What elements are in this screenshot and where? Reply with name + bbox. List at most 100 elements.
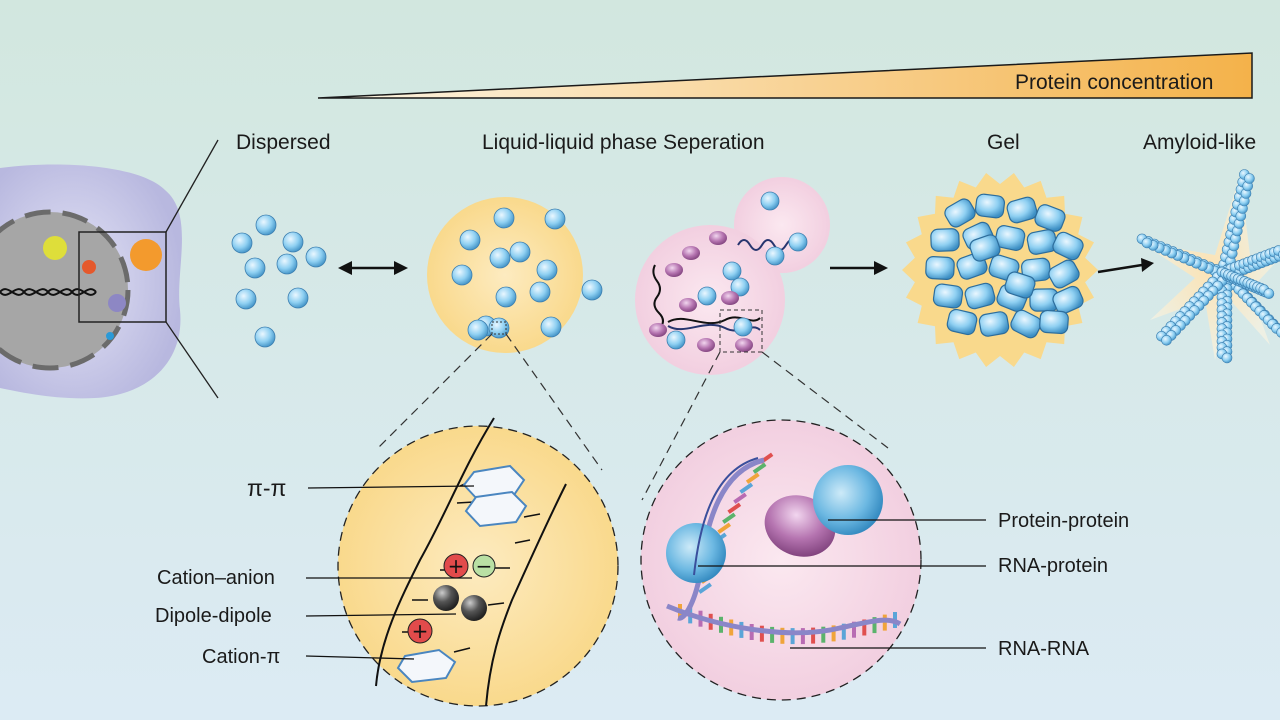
label-dipole-dipole: Dipole-dipole xyxy=(155,605,272,627)
gel-protein xyxy=(974,193,1006,219)
gel-protein xyxy=(969,234,1001,262)
rna-base xyxy=(811,627,816,644)
rna-interactions-zoom xyxy=(640,419,986,701)
protein-molecule xyxy=(666,330,686,350)
rna-base xyxy=(727,502,742,514)
rna-base xyxy=(872,617,877,634)
protein-molecule xyxy=(282,231,304,253)
rna-base xyxy=(770,626,775,643)
rna-base xyxy=(831,625,836,642)
rna-base xyxy=(852,621,856,638)
fibril-bead xyxy=(1244,173,1255,184)
label-cation-pi: Cation-π xyxy=(202,646,281,668)
gel-protein xyxy=(964,282,996,310)
zoom-guides xyxy=(377,333,889,501)
label-rna-protein: RNA-protein xyxy=(998,555,1109,577)
gradient-label: Protein concentration xyxy=(1015,71,1214,94)
protein-molecule xyxy=(760,191,780,211)
gel-protein xyxy=(1039,309,1069,335)
protein-molecule xyxy=(231,232,253,254)
rna-binding-protein xyxy=(665,263,683,277)
rna-base xyxy=(841,623,846,640)
protein-molecule xyxy=(697,286,717,306)
rna-binding-protein xyxy=(709,231,727,245)
cation-symbol: + xyxy=(448,554,465,578)
protein-molecule xyxy=(244,257,266,279)
fibril-bead xyxy=(1263,288,1275,299)
cell-illustration xyxy=(0,139,219,399)
rna-base xyxy=(759,625,764,642)
protein-molecule xyxy=(255,214,277,236)
protein-molecule xyxy=(451,264,473,286)
fibril-bead xyxy=(1221,352,1233,364)
protein-molecule xyxy=(540,316,562,338)
concentration-gradient-wedge xyxy=(317,52,1253,99)
rna-base xyxy=(749,624,754,640)
gel-protein xyxy=(930,228,960,252)
gel-protein xyxy=(978,311,1010,337)
label-protein-protein: Protein-protein xyxy=(998,510,1130,532)
dispersed-proteins xyxy=(231,214,327,348)
gel-cluster xyxy=(902,173,1098,367)
protein-molecule xyxy=(544,208,566,230)
gel-protein xyxy=(944,198,976,228)
rna-binding-protein xyxy=(682,246,700,260)
gel-protein xyxy=(1034,204,1066,232)
rna-base xyxy=(821,626,826,643)
stage-label-gel: Gel xyxy=(987,131,1020,154)
protein-molecule xyxy=(235,288,257,310)
protein-molecule xyxy=(730,277,750,297)
label-cation-anion: Cation–anion xyxy=(157,567,275,589)
rna-base xyxy=(862,619,867,636)
gel-protein xyxy=(1052,285,1084,315)
gel-protein xyxy=(946,308,978,336)
protein-molecule xyxy=(495,286,517,308)
protein-molecule xyxy=(488,317,510,339)
stage-label-llps: Liquid-liquid phase Seperation xyxy=(482,131,765,154)
gel-protein xyxy=(994,225,1026,251)
protein-molecule xyxy=(581,279,603,301)
rna-base xyxy=(800,628,805,645)
protein-molecule xyxy=(529,281,551,303)
protein-molecule xyxy=(254,326,276,348)
fibril-bead xyxy=(1161,334,1172,346)
rna-base xyxy=(752,462,767,474)
protein-molecule xyxy=(536,259,558,281)
gel-protein xyxy=(932,283,964,309)
protein-molecule xyxy=(733,317,753,337)
rna-binding-protein xyxy=(697,338,715,352)
stage-label-dispersed: Dispersed xyxy=(236,131,331,154)
protein-molecule xyxy=(467,319,489,341)
gel-protein xyxy=(1010,309,1042,339)
noncovalent-interactions-zoom: + − + xyxy=(305,417,619,707)
rna-base xyxy=(780,627,785,644)
rna-base xyxy=(722,512,736,524)
gel-protein xyxy=(1006,196,1038,224)
rna-base xyxy=(745,472,760,484)
rna-protein-droplet xyxy=(635,177,830,375)
protein-molecule xyxy=(788,232,808,252)
gel-protein xyxy=(1052,231,1084,261)
fibril-bead xyxy=(1141,237,1153,249)
protein-molecule xyxy=(459,229,481,251)
protein-molecule xyxy=(722,261,742,281)
protein-molecule xyxy=(509,241,531,263)
label-rna-rna: RNA-RNA xyxy=(998,638,1090,660)
protein-droplet xyxy=(427,197,603,353)
rna-binding-protein xyxy=(649,323,667,337)
protein-molecule xyxy=(489,247,511,269)
protein-molecule xyxy=(287,287,309,309)
rna-base xyxy=(739,482,754,494)
fibril-bead xyxy=(1276,327,1280,338)
protein-molecule xyxy=(765,246,785,266)
rna-base xyxy=(717,522,732,534)
protein-molecule xyxy=(276,253,298,275)
rna-binding-protein xyxy=(735,338,753,352)
gel-protein xyxy=(1048,259,1080,289)
reversible-arrow xyxy=(338,261,408,275)
arrow-to-amyloid xyxy=(1097,258,1154,274)
stage-label-amyloid: Amyloid-like xyxy=(1143,131,1257,154)
